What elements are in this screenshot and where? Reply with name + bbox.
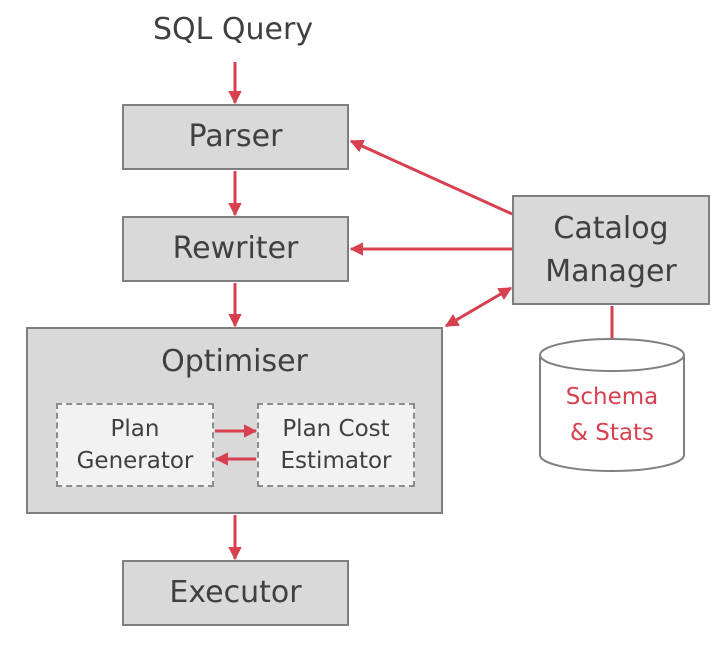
optimiser-label: Optimiser [161,344,308,379]
plan-cost-estimator-label: Plan Cost Estimator [280,415,392,474]
catalog-manager-label: Catalog Manager [545,210,677,290]
rewriter-node: Rewriter [122,216,349,282]
rewriter-label: Rewriter [172,231,299,267]
executor-node: Executor [122,560,349,626]
parser-label: Parser [188,119,283,155]
plan-generator-node: Plan Generator [56,403,214,487]
plan-generator-label: Plan Generator [76,415,194,474]
executor-label: Executor [169,575,302,611]
sql-query-label: SQL Query [153,12,314,47]
plan-cost-estimator-node: Plan Cost Estimator [257,403,415,487]
schema-stats-label: Schema & Stats [565,384,659,446]
arrow-catalog-to-parser [349,139,513,216]
arrow-catalog-optimiser-bidirectional [444,286,513,328]
catalog-manager-node: Catalog Manager [512,195,710,305]
database-cylinder [539,338,685,472]
parser-node: Parser [122,104,349,170]
